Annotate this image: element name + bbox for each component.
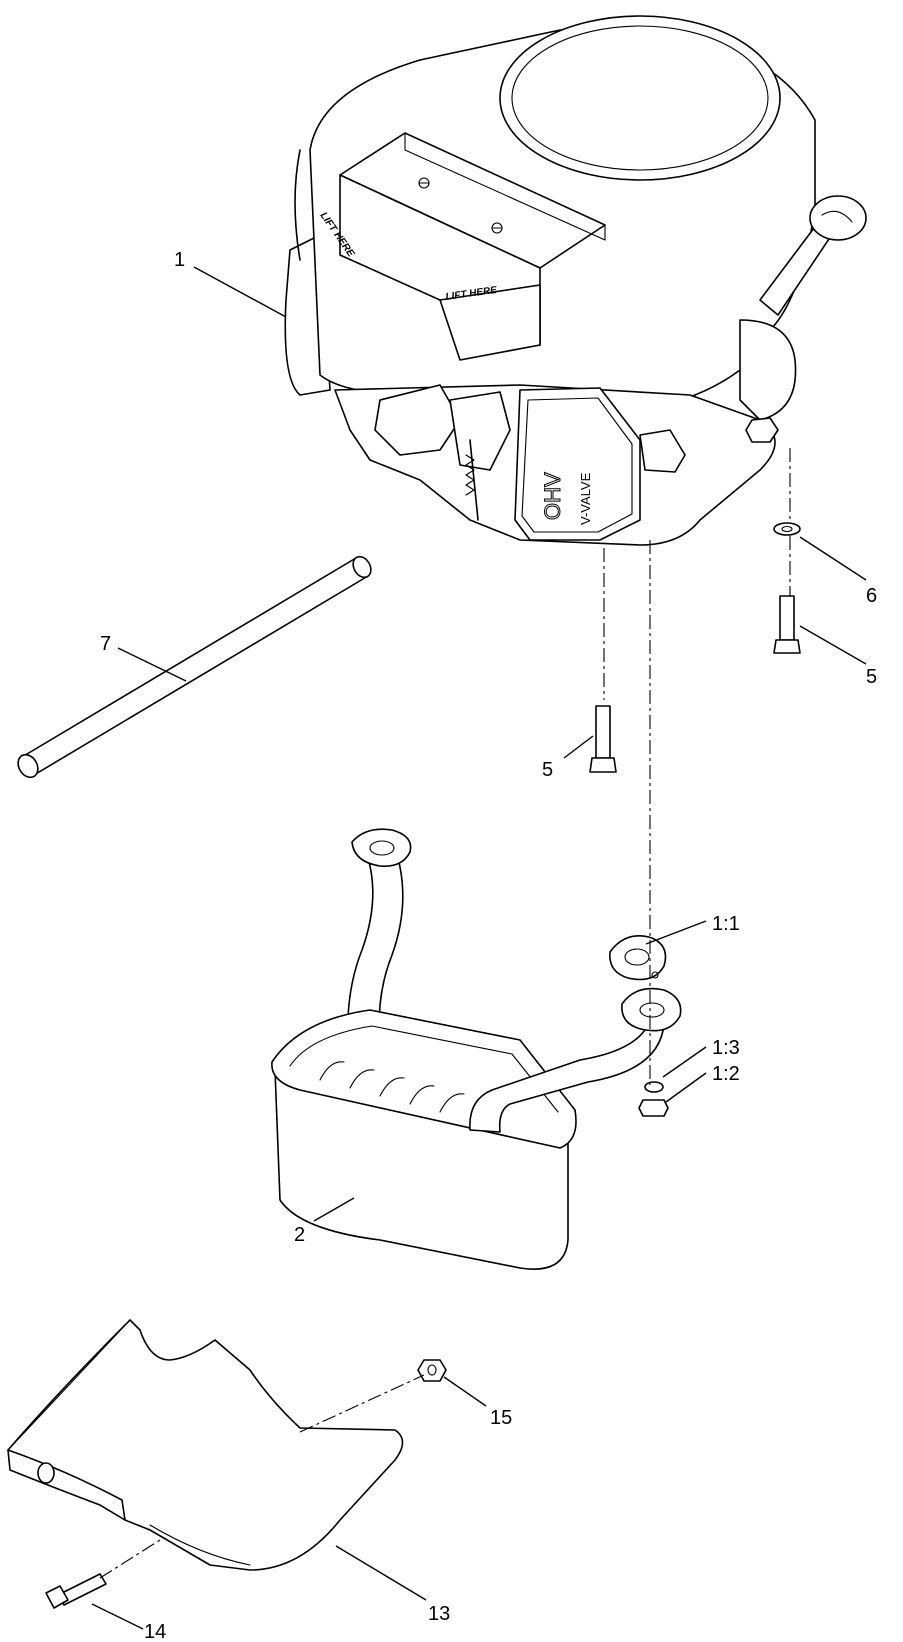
- shield-nut-part: [417, 1359, 447, 1382]
- callout-shield-bolt: 14: [144, 1621, 166, 1642]
- washer-part: [773, 522, 801, 536]
- alignment-lines: [99, 448, 791, 1579]
- callout-engine: 1: [174, 249, 185, 271]
- callout-shield-nut: 15: [490, 1407, 512, 1429]
- callout-lock-washer: 1:3: [712, 1037, 740, 1059]
- engine-assembly: LIFT HERE LIFT HERE OHV V-VALVE: [284, 15, 867, 546]
- heat-shield-part: [7, 1319, 404, 1571]
- callout-bolt: 5: [542, 759, 553, 781]
- muffler-part: [271, 828, 682, 1270]
- callout-muffler: 2: [294, 1224, 305, 1246]
- bolt-part: [589, 705, 617, 773]
- bolt-part: [773, 595, 801, 654]
- nut-part: [638, 1099, 669, 1117]
- valve-cover-sublabel: V-VALVE: [578, 472, 593, 525]
- gasket-part: [609, 935, 667, 981]
- callout-heat-shield: 13: [428, 1603, 450, 1625]
- callout-labels: 1 6 5 7 5 1:1 1:3 1:2 2 13 14 15: [100, 249, 877, 1642]
- shield-bolt-part: [45, 1573, 107, 1609]
- callout-washer: 6: [866, 585, 877, 607]
- valve-cover-logo: OHV: [540, 472, 565, 520]
- lock-washer-part: [644, 1081, 664, 1093]
- leader-lines: [91, 266, 867, 1630]
- callout-bolt: 5: [866, 666, 877, 688]
- callout-tube: 7: [100, 633, 111, 655]
- callout-gasket: 1:1: [712, 913, 740, 935]
- callout-nut: 1:2: [712, 1063, 740, 1085]
- tube-part: [17, 555, 372, 779]
